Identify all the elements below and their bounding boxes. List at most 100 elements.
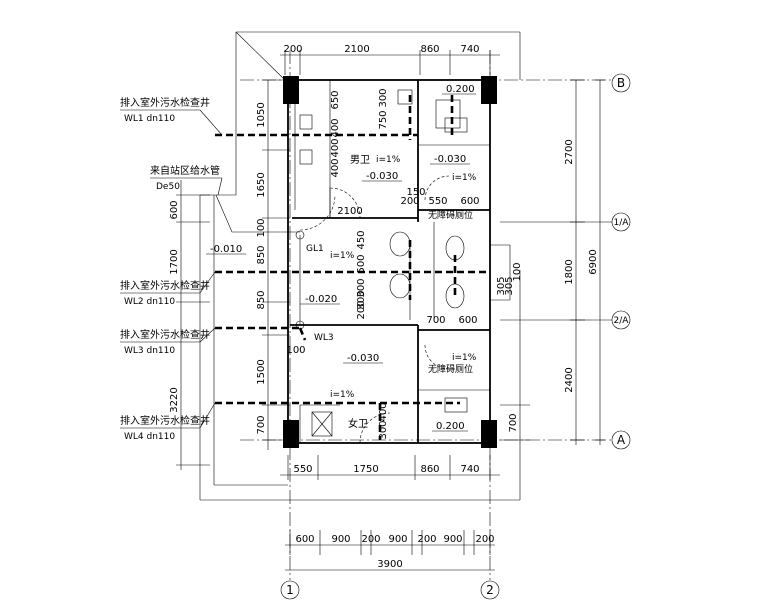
axis-label-b: B: [617, 76, 625, 90]
drain-label-1-sub: WL1 dn110: [124, 114, 175, 124]
dim-top-3: 740: [460, 44, 479, 55]
sink: [389, 231, 411, 257]
urinal: [299, 149, 313, 165]
slope-female: i=1%: [330, 390, 355, 400]
column: [481, 76, 497, 104]
pipe-tags: GL1 WL3: [306, 244, 334, 343]
inner-dim-13: 300: [356, 278, 367, 297]
dim-bot2-0: 600: [295, 534, 314, 545]
column: [283, 76, 299, 104]
column: [283, 420, 299, 448]
inner-dim-4: 400: [330, 138, 341, 157]
dim-bot2-5: 900: [443, 534, 462, 545]
dim-bot2-1: 900: [331, 534, 350, 545]
supply-label-sub: De50: [156, 182, 180, 192]
elevation-male: -0.030: [366, 171, 398, 182]
inner-dim-22: 300: [378, 420, 389, 439]
drain-label-2-sub: WL2 dn110: [124, 297, 175, 307]
sink: [389, 273, 411, 299]
dim-left-1: 1650: [256, 172, 267, 197]
dim-bot-2: 860: [420, 464, 439, 475]
floor-drain: [435, 99, 461, 129]
inner-dim-17: 600: [458, 315, 477, 326]
inner-dim-12: 500: [356, 254, 367, 273]
context-lines: [199, 31, 521, 501]
left-dimensions: 1050 1650 850 850 1500 700 600 1700 3220: [169, 79, 290, 470]
inner-dim-20: 100: [512, 262, 523, 281]
axis-bubble-1: [280, 580, 300, 600]
dim-top-2: 860: [420, 44, 439, 55]
elevation-corridor-1: -0.010: [210, 244, 242, 255]
toilet-tank: [444, 117, 468, 133]
drain-label-1-title: 排入室外污水检查井: [120, 96, 210, 109]
inner-dim-6: 2100: [337, 206, 362, 217]
dim-right-total: 6900: [588, 249, 599, 274]
water-supply-line: [215, 194, 305, 330]
pipe-tag-gl1: GL1: [306, 244, 324, 254]
dim-bot-0: 550: [293, 464, 312, 475]
fixtures: [299, 89, 468, 437]
dim-left-4: 850: [256, 290, 267, 309]
inner-dim-9: 600: [460, 196, 479, 207]
elevation-corridor-2: -0.020: [305, 294, 337, 305]
elevations: -0.030 -0.030 -0.010 -0.020 -0.030 0.200…: [206, 84, 477, 432]
dim-bot2-4: 200: [417, 534, 436, 545]
inner-dim-16: 700: [426, 315, 445, 326]
drain-label-3-sub: WL3 dn110: [124, 346, 175, 356]
inner-dim-3: 400: [330, 118, 341, 137]
inner-dim-23: 400: [378, 402, 389, 421]
axis-label-1a: 1/A: [614, 218, 630, 228]
axis-bubble-2: [480, 580, 500, 600]
top-dimensions: 200 2100 860 740: [280, 44, 500, 75]
inner-dim-14: 300: [356, 290, 367, 309]
dim-bot2-2: 200: [361, 534, 380, 545]
drain-labels: 排入室外污水检查井 WL1 dn110 排入室外污水检查井 WL2 dn110 …: [120, 96, 223, 442]
urinal: [299, 114, 313, 130]
axis-label-a: A: [617, 433, 626, 447]
doors: [299, 175, 450, 444]
elevation-accessible-upper: -0.030: [434, 154, 466, 165]
supply-label-title: 来自站区给水管: [150, 164, 220, 177]
slope-accessible-upper: i=1%: [452, 173, 477, 183]
inner-dim-15: 200: [356, 300, 367, 319]
inner-dim-11: 450: [356, 230, 367, 249]
dim-left-7: 3220: [169, 387, 180, 412]
dim-bot-3: 740: [460, 464, 479, 475]
dim-right-0: 2700: [564, 139, 575, 164]
elevation-top-right: 0.200: [446, 84, 475, 95]
inner-dim-8: 550: [428, 196, 447, 207]
slope-corridor: i=1%: [330, 251, 355, 261]
inner-dim-18: 305: [496, 276, 507, 295]
room-accessible-upper: 无障碍厕位: [428, 209, 473, 221]
room-labels: 男卫 女卫 无障碍厕位 无障碍厕位: [348, 154, 473, 430]
dim-top-0: 200: [283, 44, 302, 55]
walls: [287, 79, 511, 444]
dim-total-width: 3900: [377, 559, 402, 570]
toilet: [445, 283, 465, 309]
dim-top-1: 2100: [344, 44, 369, 55]
dim-left-0: 1050: [256, 102, 267, 127]
inner-dim-10: 150: [406, 187, 425, 198]
elevation-female: -0.030: [347, 353, 379, 364]
drain-label-3-title: 排入室外污水检查井: [120, 328, 210, 341]
axis-label-2a: 2/A: [614, 316, 630, 326]
inner-dim-0: 300: [378, 88, 389, 107]
dim-right-1: 1800: [564, 259, 575, 284]
axis-bubble-2a: [611, 310, 631, 330]
dim-left-2: 600: [169, 200, 180, 219]
columns: [283, 76, 497, 448]
column: [481, 420, 497, 448]
dim-left-6: 700: [256, 415, 267, 434]
room-accessible-lower: 无障碍厕位: [428, 363, 473, 375]
toilet-tank: [444, 397, 468, 413]
axis-bubble-1a: [611, 212, 631, 232]
dim-right-2: 2400: [564, 367, 575, 392]
room-female: 女卫: [348, 417, 368, 430]
bottom-dimensions: 550 1750 860 740 600 900 200 900 200 900…: [280, 455, 500, 571]
axis-label-2: 2: [486, 583, 494, 597]
pipe-tag-wl3: WL3: [314, 333, 334, 343]
axis-bubble-a: [611, 430, 631, 450]
dim-left-5: 1500: [256, 359, 267, 384]
floor-drain: [397, 89, 413, 105]
